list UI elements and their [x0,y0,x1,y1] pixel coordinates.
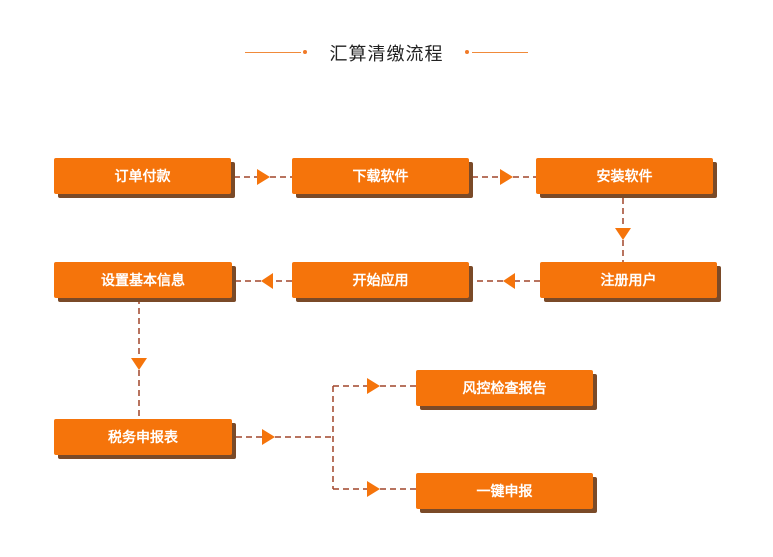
node-start-using: 开始应用 [292,262,469,298]
node-register-user: 注册用户 [540,262,717,298]
arrow-right-1 [257,169,270,185]
title-left-dot [303,50,307,54]
arrow-right-2 [500,169,513,185]
arrow-left-2 [261,273,273,289]
node-setup-basic-info-label: 设置基本信息 [101,273,185,289]
arrow-right-5 [367,481,380,497]
node-download-software-label: 下载软件 [352,169,409,185]
node-risk-check-report: 风控检查报告 [416,370,593,406]
node-start-using-label: 开始应用 [352,273,409,289]
node-one-click-filing-label: 一键申报 [476,484,533,500]
node-tax-filing-table-label: 税务申报表 [108,430,178,446]
node-download-software: 下载软件 [292,158,469,194]
node-install-software-label: 安装软件 [596,169,653,185]
arrow-down-1 [615,228,631,240]
node-register-user-label: 注册用户 [600,273,657,289]
arrow-right-4 [367,378,380,394]
arrow-left-1 [503,273,515,289]
page-title: 汇算清缴流程 [329,44,444,65]
node-install-software: 安装软件 [536,158,713,194]
arrow-right-3 [262,429,275,445]
title-right-dot [465,50,469,54]
title-right-line [472,52,528,53]
node-risk-check-report-label: 风控检查报告 [462,381,547,397]
node-order-payment: 订单付款 [54,158,231,194]
node-setup-basic-info: 设置基本信息 [54,262,232,298]
node-one-click-filing: 一键申报 [416,473,593,509]
node-order-payment-label: 订单付款 [114,169,171,185]
title-left-line [245,52,301,53]
node-tax-filing-table: 税务申报表 [54,419,232,455]
title-bar: 汇算清缴流程 [0,38,773,68]
arrow-down-2 [131,358,147,370]
